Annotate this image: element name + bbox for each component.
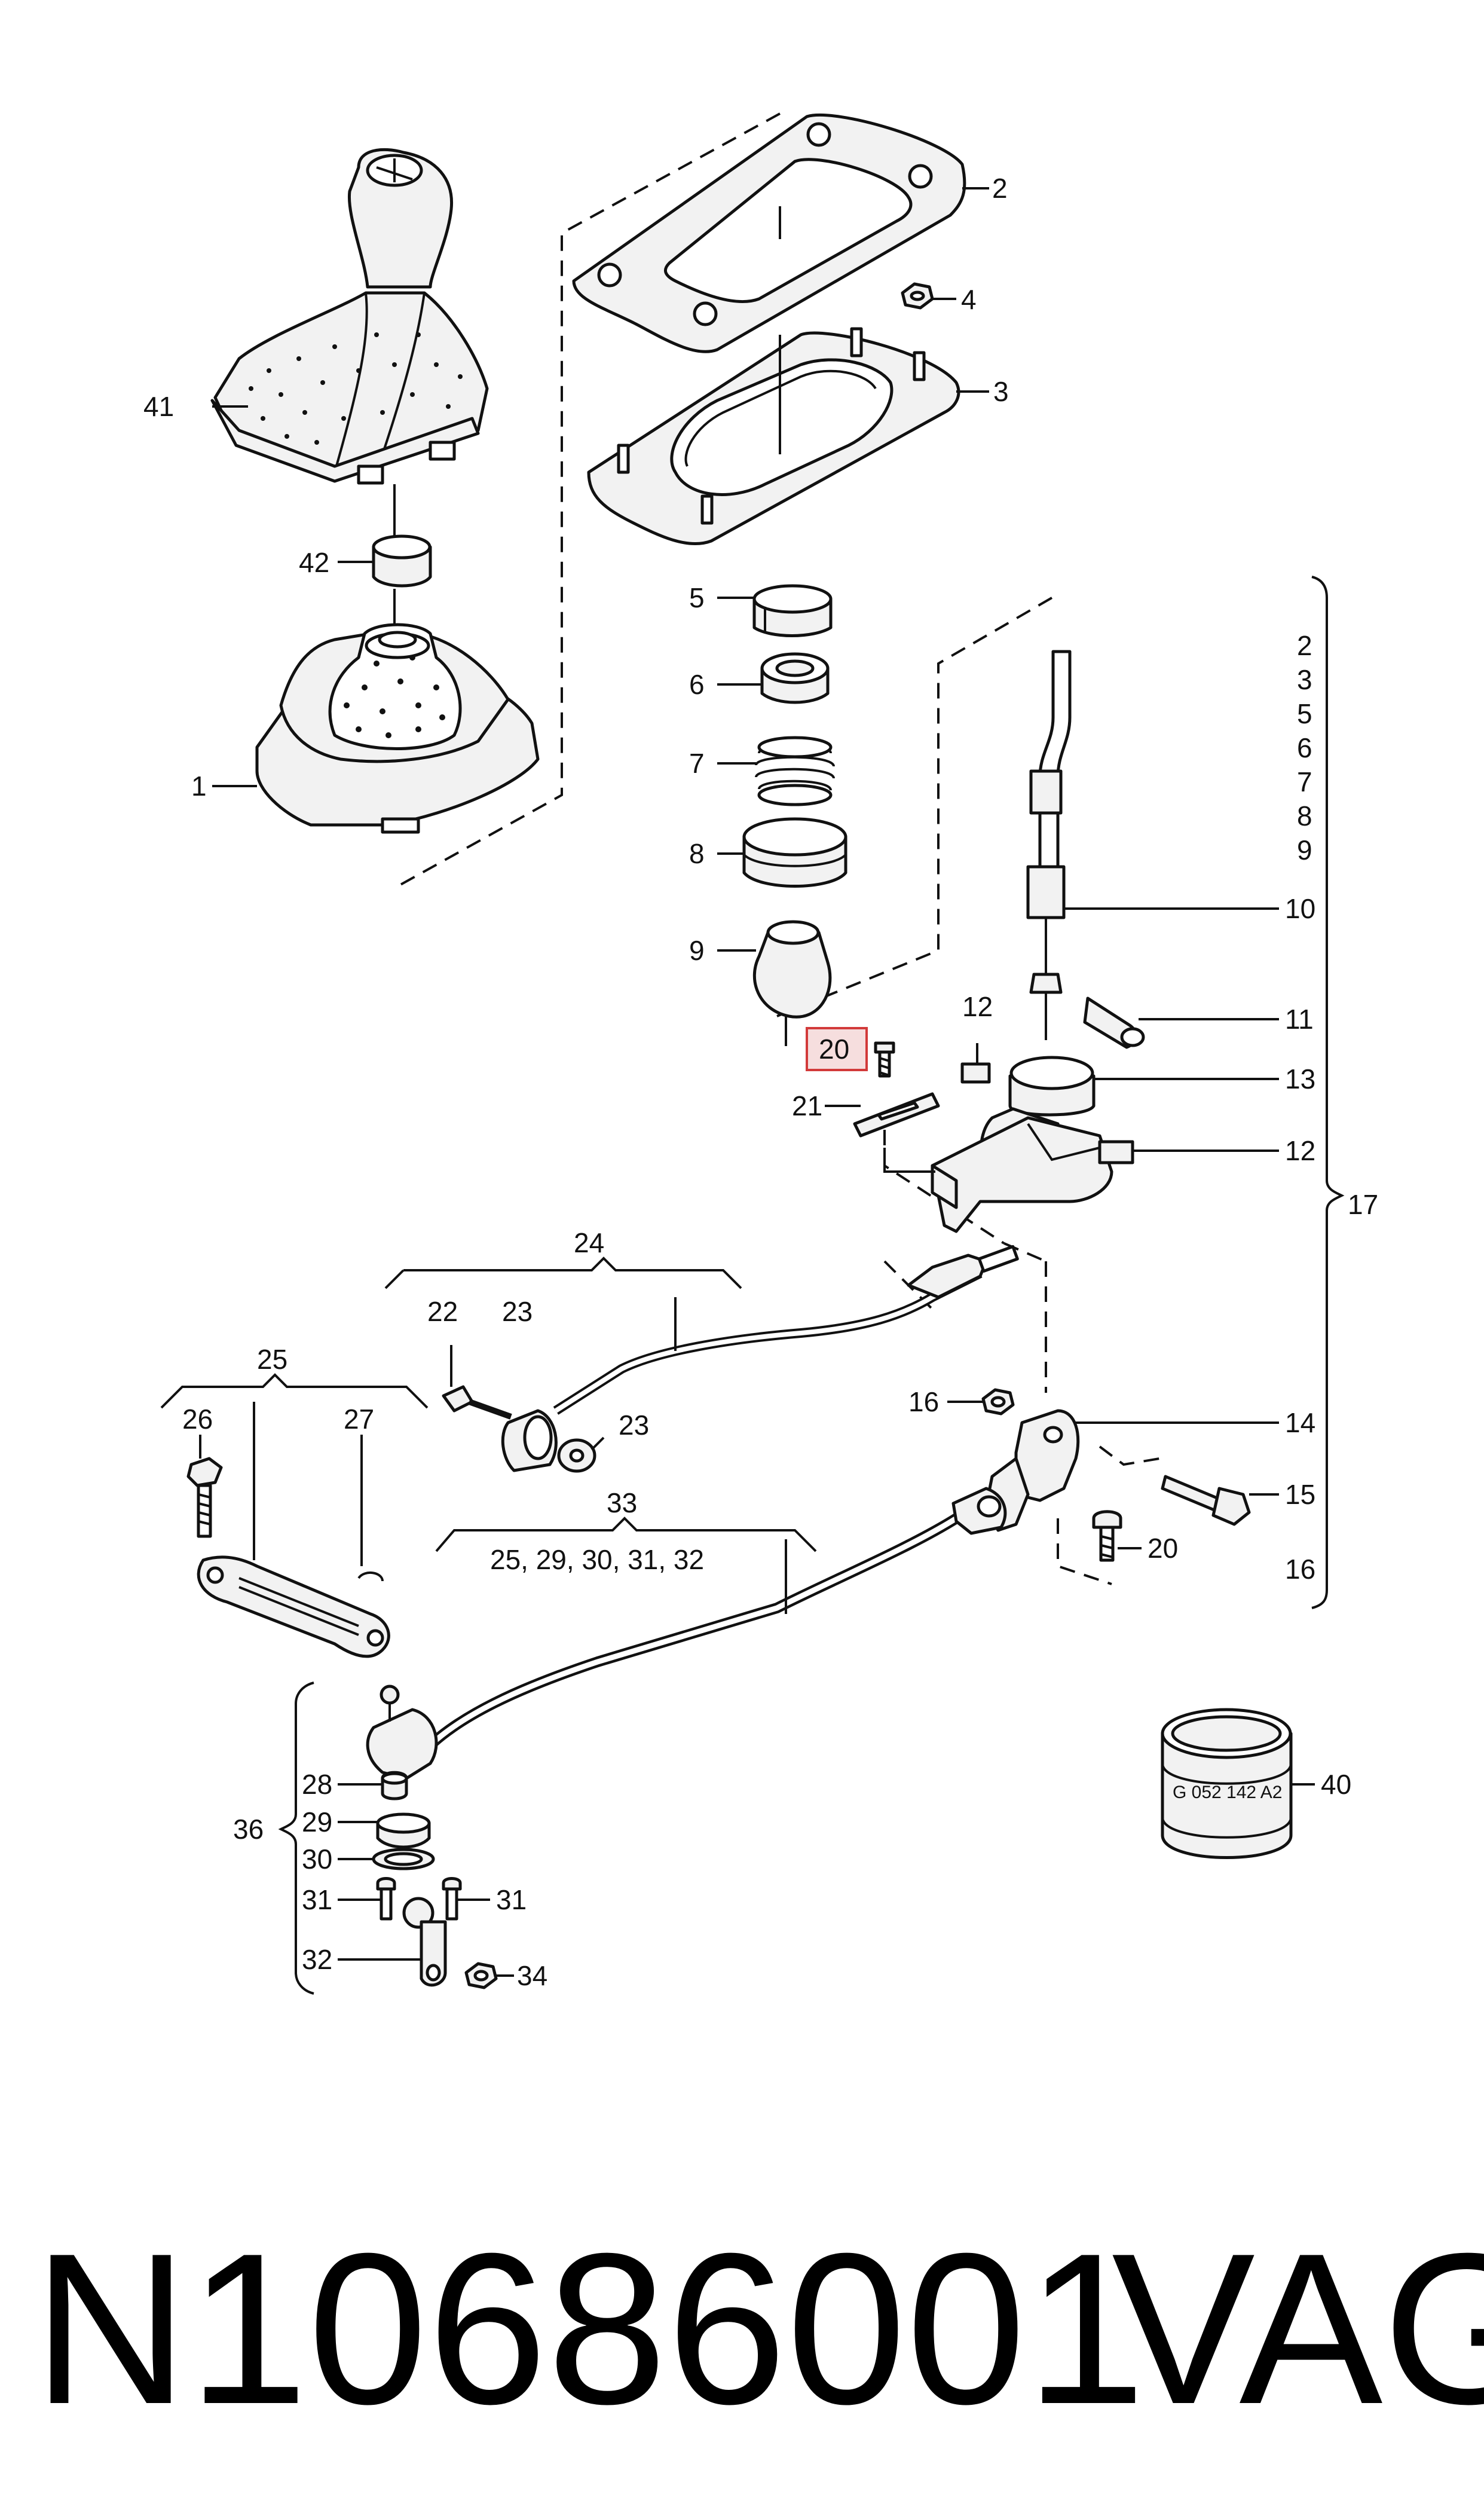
group-17-list: 2 3 5 6 7 8 9 <box>1297 630 1312 866</box>
screw-and-plate <box>853 1041 940 1173</box>
callout-27: 27 <box>344 1404 374 1435</box>
lever-bracket <box>981 1388 1251 1562</box>
clip-ring <box>372 484 432 640</box>
callout-31-right: 31 <box>496 1884 527 1915</box>
base-plate <box>587 327 960 545</box>
callout-26: 26 <box>182 1404 213 1435</box>
callout-9: 9 <box>689 935 705 966</box>
callout-41: 41 <box>143 391 174 422</box>
callout-15: 15 <box>1285 1479 1315 1510</box>
ring-stamp-text: G 052 142 A2 <box>1173 1783 1283 1802</box>
nut-4 <box>901 282 934 310</box>
gear-knob-with-boot <box>210 148 489 485</box>
callout-40: 40 <box>1321 1769 1351 1800</box>
callout-29: 29 <box>302 1806 332 1838</box>
callout-36: 36 <box>233 1814 264 1845</box>
callout-2: 2 <box>992 173 1008 204</box>
group-17-item: 2 <box>1297 630 1312 661</box>
callout-24: 24 <box>574 1227 604 1258</box>
callout-13: 13 <box>1285 1063 1315 1095</box>
callout-33-subitems: 25, 29, 30, 31, 32 <box>490 1544 704 1575</box>
gear-lever-assembly <box>931 650 1145 1233</box>
callout-17: 17 <box>1348 1189 1378 1220</box>
callout-30: 30 <box>302 1844 332 1875</box>
group-17-item: 3 <box>1297 664 1312 695</box>
callout-6: 6 <box>689 669 705 700</box>
callout-16-right: 16 <box>1285 1554 1315 1585</box>
callout-14: 14 <box>1285 1407 1315 1438</box>
callout-25: 25 <box>257 1344 287 1375</box>
callout-33: 33 <box>607 1487 637 1518</box>
group-brackets <box>160 576 1345 1995</box>
callout-5: 5 <box>689 582 705 613</box>
group-17-item: 9 <box>1297 834 1312 866</box>
group-17-item: 7 <box>1297 766 1312 797</box>
callout-34: 34 <box>517 1960 547 1991</box>
part-number: N10686001 <box>33 2209 1146 2449</box>
bushing-stack <box>742 584 847 1046</box>
gaiter-base <box>255 623 540 834</box>
support-bracket <box>186 1457 390 1658</box>
callout-4: 4 <box>961 284 977 315</box>
leader-lines <box>199 187 1315 1977</box>
callout-22: 22 <box>427 1296 458 1327</box>
callout-12-right: 12 <box>1285 1135 1315 1166</box>
ring-40: G 052 142 A2 <box>1161 1708 1293 1859</box>
callout-12-left: 12 <box>962 991 993 1022</box>
callout-16-left: 16 <box>908 1386 939 1417</box>
gasket-plate <box>572 113 966 353</box>
highlight-box <box>806 1027 868 1071</box>
brand-name: VAG <box>1112 2209 1484 2449</box>
linkage-small-parts <box>372 1771 498 1989</box>
callout-10: 10 <box>1285 893 1315 924</box>
callout-1: 1 <box>191 771 207 802</box>
callout-11: 11 <box>1285 1004 1314 1035</box>
callout-labels: 41 42 1 2 4 3 5 6 7 8 9 10 11 13 12 12 1… <box>143 173 1378 1991</box>
selector-rod <box>366 1487 1007 1780</box>
callout-21: 21 <box>792 1090 822 1121</box>
callout-8: 8 <box>689 838 705 869</box>
callout-32: 32 <box>302 1944 332 1975</box>
group-17-item: 8 <box>1297 800 1312 831</box>
callout-42: 42 <box>299 547 329 578</box>
group-17-item: 6 <box>1297 732 1312 763</box>
callout-23-right: 23 <box>619 1410 649 1441</box>
callout-23-top: 23 <box>502 1296 533 1327</box>
shift-cable <box>442 1245 1019 1473</box>
callout-20: 20 <box>1148 1533 1178 1564</box>
callout-31-left: 31 <box>302 1884 332 1915</box>
callout-7: 7 <box>689 748 705 779</box>
group-17-item: 5 <box>1297 698 1312 729</box>
callout-20-highlight: 20 <box>819 1034 849 1065</box>
callout-3: 3 <box>993 376 1009 407</box>
callout-28: 28 <box>302 1769 332 1800</box>
